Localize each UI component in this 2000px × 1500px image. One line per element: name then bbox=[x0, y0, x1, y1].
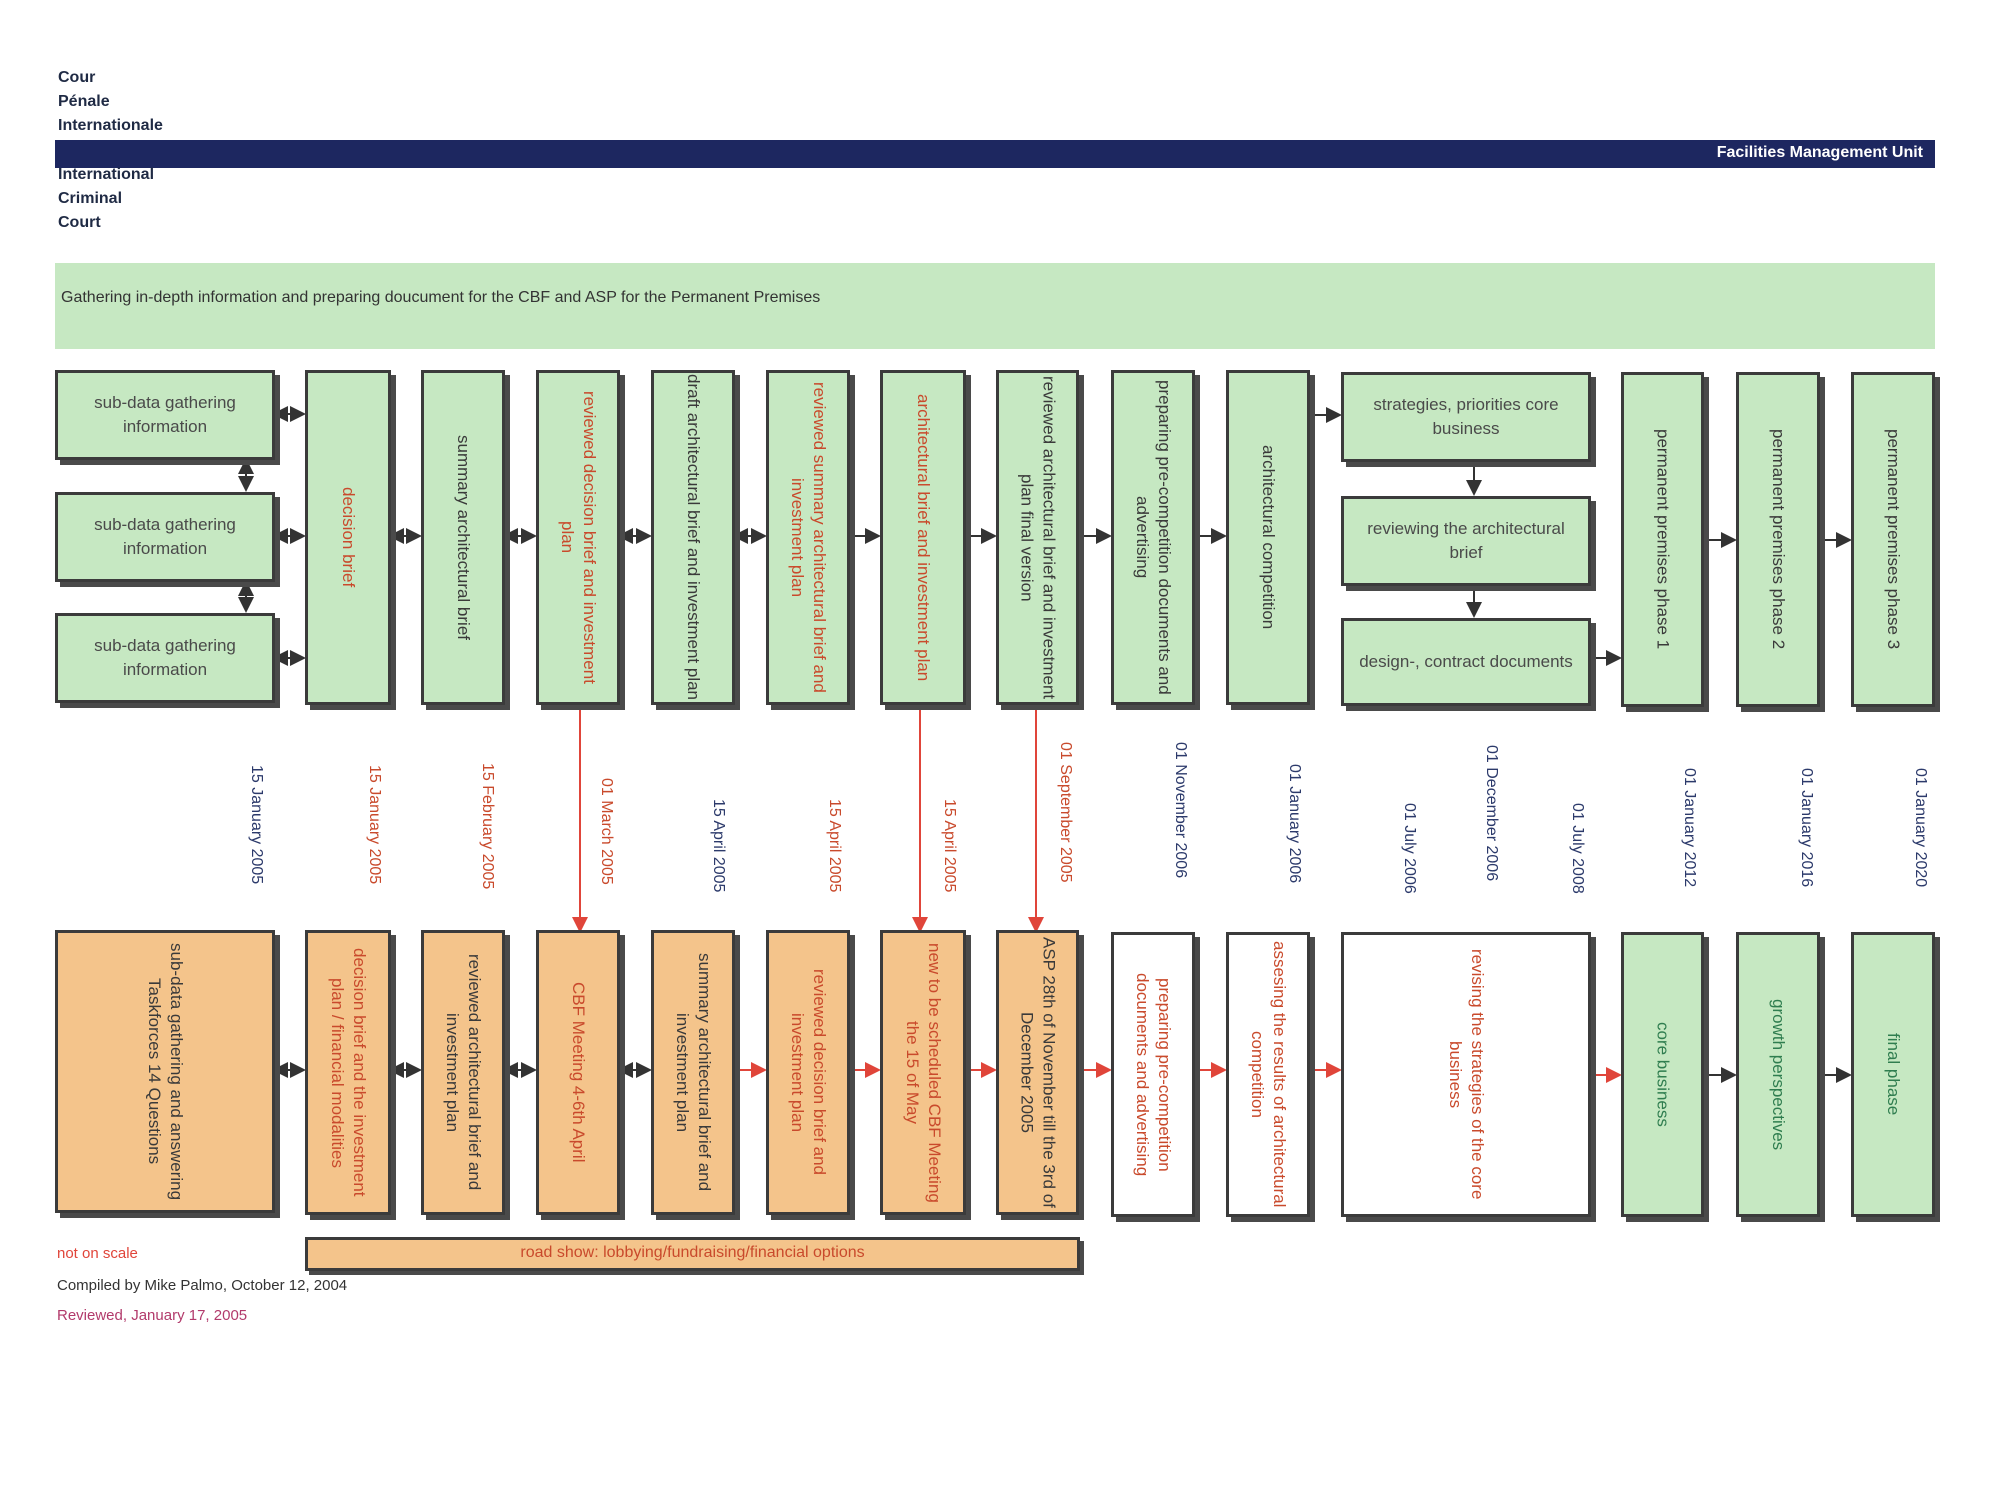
step-label: preparing pre-competition documents and … bbox=[1133, 380, 1174, 695]
bottom-label: CBF Meeting 4-6th April bbox=[569, 982, 588, 1163]
process-banner: Gathering in-depth information and prepa… bbox=[55, 263, 1935, 349]
bottom-label: new to be scheduled CBF Meeting the 15 o… bbox=[903, 942, 944, 1203]
step-architectural-competition[interactable]: architectural competition bbox=[1226, 370, 1310, 705]
step-draft-brief[interactable]: draft architectural brief and investment… bbox=[651, 370, 735, 705]
date-label: 01 July 2008 bbox=[1569, 803, 1586, 894]
step-label: reviewed architectural brief and investm… bbox=[1017, 375, 1059, 700]
subdata-box[interactable]: sub-data gathering information bbox=[55, 613, 275, 703]
subdata-label: sub-data gathering information bbox=[94, 636, 236, 679]
step-label: architectural brief and investment plan bbox=[914, 393, 933, 682]
stack-strategies[interactable]: strategies, priorities core business bbox=[1341, 372, 1591, 462]
bottom-asp-meeting[interactable]: ASP 28th of November till the 3rd of Dec… bbox=[996, 930, 1079, 1215]
step-reviewed-decision-brief[interactable]: reviewed decision brief and investment p… bbox=[536, 370, 620, 705]
bottom-label: ASP 28th of November till the 3rd of Dec… bbox=[1017, 937, 1059, 1208]
date-label: 01 March 2005 bbox=[598, 778, 615, 885]
date-label: 15 April 2005 bbox=[941, 799, 958, 893]
reviewed-note: Reviewed, January 17, 2005 bbox=[57, 1307, 248, 1324]
step-label: decision brief bbox=[339, 487, 358, 588]
subdata-label: sub-data gathering information bbox=[94, 393, 236, 436]
date-label: 15 April 2005 bbox=[826, 799, 843, 893]
road-show-bar[interactable]: road show: lobbying/fundraising/financia… bbox=[305, 1237, 1080, 1271]
step-summary-brief[interactable]: summary architectural brief bbox=[421, 370, 505, 705]
banner-text: Gathering in-depth information and prepa… bbox=[61, 289, 821, 306]
org-name-fr: Cour Pénale Internationale bbox=[58, 66, 163, 138]
stack-label: design-, contract documents bbox=[1359, 652, 1573, 671]
date-label: 01 September 2005 bbox=[1057, 742, 1074, 883]
date-label: 01 January 2020 bbox=[1912, 768, 1929, 888]
bottom-cbf-meeting-april[interactable]: CBF Meeting 4-6th April bbox=[536, 930, 620, 1215]
bottom-label: final phase bbox=[1884, 1033, 1903, 1116]
stack-design-documents[interactable]: design-, contract documents bbox=[1341, 618, 1591, 706]
org-name-en: International Criminal Court bbox=[58, 163, 154, 235]
date-label: 01 December 2006 bbox=[1483, 745, 1500, 882]
step-label: summary architectural brief bbox=[454, 434, 473, 640]
subdata-box[interactable]: sub-data gathering information bbox=[55, 492, 275, 582]
bottom-pre-competition[interactable]: preparing pre-competition documents and … bbox=[1111, 932, 1195, 1217]
bottom-reviewed-decision-brief[interactable]: reviewed decision brief and investment p… bbox=[766, 930, 850, 1215]
bottom-label: assesing the results of architectural co… bbox=[1248, 941, 1289, 1208]
date-label: 01 January 2006 bbox=[1286, 764, 1303, 884]
date-label: 01 July 2006 bbox=[1401, 803, 1418, 894]
phase-label: permanent premises phase 2 bbox=[1769, 429, 1788, 650]
step-label: architectural competition bbox=[1259, 445, 1278, 630]
step-label: reviewed decision brief and investment p… bbox=[558, 391, 599, 684]
subdata-label: sub-data gathering information bbox=[94, 515, 236, 558]
step-label: reviewed summary architectural brief and… bbox=[788, 382, 829, 693]
subdata-box[interactable]: sub-data gathering information bbox=[55, 370, 275, 460]
date-label: 15 January 2005 bbox=[366, 765, 383, 885]
bottom-cbf-meeting-may[interactable]: new to be scheduled CBF Meeting the 15 o… bbox=[880, 930, 966, 1215]
bottom-label: summary architectural brief and investme… bbox=[673, 953, 714, 1192]
phase-3[interactable]: permanent premises phase 3 bbox=[1851, 372, 1935, 707]
bottom-reviewed-architectural-brief[interactable]: reviewed architectural brief and investm… bbox=[421, 930, 505, 1215]
bottom-final-phase[interactable]: final phase bbox=[1851, 932, 1935, 1217]
bottom-label: reviewed decision brief and investment p… bbox=[788, 969, 829, 1176]
bottom-revising-strategies[interactable]: revising the strategies of the core busi… bbox=[1341, 932, 1591, 1217]
date-label: 01 January 2016 bbox=[1798, 768, 1815, 888]
bottom-subdata-taskforce[interactable]: sub-data gathering and answering Taskfor… bbox=[55, 930, 275, 1213]
bottom-label: preparing pre-competition documents and … bbox=[1133, 972, 1174, 1177]
org-en-line: Court bbox=[58, 214, 101, 231]
org-fr-line: Cour bbox=[58, 69, 96, 86]
compiled-by-note: Compiled by Mike Palmo, October 12, 2004 bbox=[57, 1277, 348, 1294]
bottom-summary-brief[interactable]: summary architectural brief and investme… bbox=[651, 930, 735, 1215]
phase-2[interactable]: permanent premises phase 2 bbox=[1736, 372, 1820, 707]
bottom-label: revising the strategies of the core busi… bbox=[1446, 949, 1487, 1200]
step-architectural-brief[interactable]: architectural brief and investment plan bbox=[880, 370, 966, 705]
bottom-decision-brief-investment[interactable]: decision brief and the investment plan /… bbox=[305, 930, 391, 1215]
unit-title: Facilities Management Unit bbox=[1716, 144, 1923, 161]
not-on-scale-note: not on scale bbox=[57, 1245, 138, 1262]
stack-label: reviewing the architectural brief bbox=[1367, 519, 1565, 562]
step-pre-competition[interactable]: preparing pre-competition documents and … bbox=[1111, 370, 1195, 705]
bottom-label: growth perspectives bbox=[1769, 998, 1788, 1151]
date-label: 15 April 2005 bbox=[710, 799, 727, 893]
step-reviewed-summary-brief[interactable]: reviewed summary architectural brief and… bbox=[766, 370, 850, 705]
phase-label: permanent premises phase 3 bbox=[1884, 429, 1903, 650]
step-label: draft architectural brief and investment… bbox=[684, 374, 703, 701]
phase-1[interactable]: permanent premises phase 1 bbox=[1621, 372, 1704, 707]
bottom-label: sub-data gathering and answering Taskfor… bbox=[145, 942, 186, 1201]
bottom-assessing-competition[interactable]: assesing the results of architectural co… bbox=[1226, 932, 1310, 1217]
date-label: 15 February 2005 bbox=[479, 763, 496, 890]
bottom-core-business[interactable]: core business bbox=[1621, 932, 1704, 1217]
road-show-label: road show: lobbying/fundraising/financia… bbox=[520, 1244, 865, 1261]
date-label: 15 January 2005 bbox=[248, 765, 265, 885]
org-en-line: International bbox=[58, 166, 155, 183]
bottom-label: decision brief and the investment plan /… bbox=[328, 948, 369, 1197]
org-en-line: Criminal bbox=[58, 190, 123, 207]
phase-label: permanent premises phase 1 bbox=[1653, 429, 1673, 650]
org-fr-line: Internationale bbox=[58, 117, 163, 134]
stack-label: strategies, priorities core business bbox=[1373, 395, 1559, 438]
date-label: 01 January 2012 bbox=[1681, 768, 1698, 888]
bottom-growth-perspectives[interactable]: growth perspectives bbox=[1736, 932, 1820, 1217]
stack-reviewing-brief[interactable]: reviewing the architectural brief bbox=[1341, 496, 1591, 586]
step-final-brief[interactable]: reviewed architectural brief and investm… bbox=[996, 370, 1079, 705]
bottom-label: reviewed architectural brief and investm… bbox=[443, 954, 484, 1191]
bottom-label: core business bbox=[1653, 1022, 1673, 1127]
step-decision-brief[interactable]: decision brief bbox=[305, 370, 391, 705]
org-fr-line: Pénale bbox=[58, 93, 110, 110]
header-bar: Facilities Management Unit bbox=[55, 140, 1935, 168]
date-label: 01 November 2006 bbox=[1172, 742, 1189, 879]
